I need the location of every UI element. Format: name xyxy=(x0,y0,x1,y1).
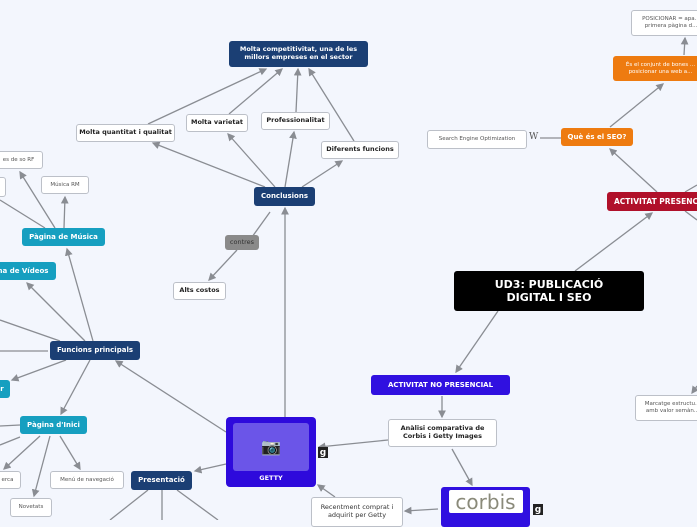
node-label: Molta competitivitat, una de les millors… xyxy=(239,46,359,62)
node-analisi[interactable]: Anàlisi comparativa de Corbis i Getty Im… xyxy=(388,419,497,447)
node-musica-rm[interactable]: Música RM xyxy=(41,176,89,194)
node-label: POSICIONAR = apa... primera pàgina d... xyxy=(636,16,697,29)
node-corbis[interactable]: corbis xyxy=(441,487,530,527)
node-cerca[interactable]: erca xyxy=(0,471,21,489)
node-posicionar[interactable]: POSICIONAR = apa... primera pàgina d... xyxy=(631,10,697,36)
node-conclusions[interactable]: Conclusions xyxy=(254,187,315,206)
corbis-logo: corbis xyxy=(449,490,523,513)
node-label: Anàlisi comparativa de Corbis i Getty Im… xyxy=(398,425,488,441)
node-partial[interactable] xyxy=(0,177,6,197)
node-funcions-principals[interactable]: Funcions principals xyxy=(50,341,140,360)
node-sem[interactable]: Search Engine Optimization xyxy=(427,130,527,149)
node-menu[interactable]: Menú de navegació xyxy=(50,471,124,489)
node-quantitat[interactable]: Molta quantitat i qualitat xyxy=(76,124,175,142)
node-r[interactable]: r xyxy=(0,380,10,398)
node-novetats[interactable]: Novetats xyxy=(10,498,52,517)
node-rf[interactable]: es de so RF xyxy=(0,151,43,169)
node-no-presencial[interactable]: ACTIVITAT NO PRESENCIAL xyxy=(371,375,510,395)
node-label: És el conjunt de bones ... posicionar un… xyxy=(621,62,697,75)
node-label: Recentment comprat i adquirit per Getty xyxy=(317,504,397,520)
node-recentment[interactable]: Recentment comprat i adquirit per Getty xyxy=(311,497,403,527)
node-funcions[interactable]: Diferents funcions xyxy=(321,141,399,159)
g-badge-icon[interactable]: g xyxy=(533,504,543,515)
node-varietat[interactable]: Molta varietat xyxy=(186,114,248,132)
node-presencial[interactable]: ACTIVITAT PRESENCIAL xyxy=(607,192,697,211)
node-central[interactable]: UD3: PUBLICACIÓ DIGITAL I SEO xyxy=(454,271,644,311)
camera-icon: 📷 xyxy=(233,423,309,471)
node-contres[interactable]: contres xyxy=(225,235,259,250)
node-presentacio[interactable]: Presentació xyxy=(131,471,192,490)
node-getty[interactable]: 📷 GETTY xyxy=(226,417,316,487)
node-seo-def[interactable]: És el conjunt de bones ... posicionar un… xyxy=(613,56,697,81)
node-professionalitat[interactable]: Professionalitat xyxy=(261,112,330,130)
node-label: Marcatge estructu... amb valor semàn... xyxy=(641,401,697,414)
node-seo[interactable]: Què és el SEO? xyxy=(561,128,633,146)
node-competitivitat[interactable]: Molta competitivitat, una de les millors… xyxy=(229,41,368,67)
node-costos[interactable]: Alts costos xyxy=(173,282,226,300)
node-inici[interactable]: Pàgina d'Inici xyxy=(20,416,87,434)
wikipedia-icon[interactable]: W xyxy=(529,132,538,142)
node-musica[interactable]: Pàgina de Música xyxy=(22,228,105,246)
node-label: GETTY xyxy=(259,475,283,483)
node-label: UD3: PUBLICACIÓ DIGITAL I SEO xyxy=(484,278,614,304)
g-badge-icon[interactable]: g xyxy=(318,447,328,458)
node-marcatge[interactable]: Marcatge estructu... amb valor semàn... xyxy=(635,395,697,421)
node-videos[interactable]: na de Vídeos xyxy=(0,262,56,280)
